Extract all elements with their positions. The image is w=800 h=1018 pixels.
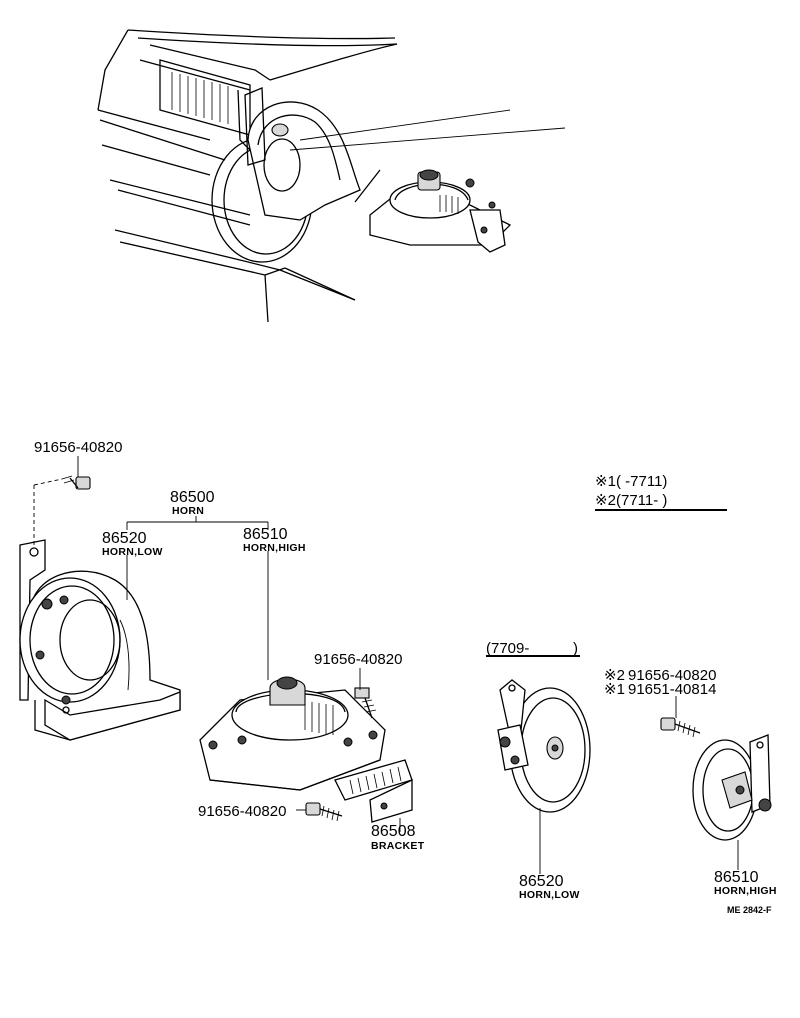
horn-high-right-name: HORN,HIGH (714, 885, 777, 897)
bolt-right-1-label: 91651-40814 (628, 681, 716, 698)
horn-low-right-number: 86520 (519, 873, 564, 890)
horn-high-right-number: 86510 (714, 869, 759, 886)
bolt-right-illustration (660, 717, 701, 738)
bolt-bottom-label: 91656-40820 (198, 803, 286, 820)
legend-1-text: ( -7711) (616, 473, 667, 490)
bolt-bottom-illustration (305, 802, 343, 822)
bolt-right-2-label: 91656-40820 (628, 667, 716, 684)
horn-low-left-illustration (19, 539, 181, 741)
horn-detail-illustration (369, 169, 512, 253)
legend-2-text: (7711- ) (616, 492, 667, 509)
bracket-illustration (334, 759, 413, 823)
leader-lines (33, 456, 739, 874)
bolt-mid-label: 91656-40820 (314, 651, 402, 668)
vehicle-front-illustration (97, 29, 566, 323)
figure-code: ME 2842-F (727, 905, 772, 915)
horn-low-right-name: HORN,LOW (519, 889, 580, 901)
horn-assy-name: HORN (172, 505, 204, 517)
bolt-right-1-mark: ※1 (604, 681, 625, 698)
horn-low-left-name: HORN,LOW (102, 546, 163, 558)
horn-high-left-name: HORN,HIGH (243, 542, 306, 554)
date-range-mid: (7709- (486, 640, 529, 657)
legend-1-mark: ※1 (595, 473, 616, 490)
bolt-top-left-illustration (61, 475, 91, 490)
bolt-top-left-label: 91656-40820 (34, 439, 122, 456)
date-range-mid-close: ) (573, 640, 578, 657)
horn-assy-number: 86500 (170, 489, 215, 506)
bracket-number: 86508 (371, 823, 416, 840)
horn-high-center-illustration (199, 676, 386, 791)
horn-high-left-number: 86510 (243, 526, 288, 543)
horn-high-right-illustration (692, 734, 772, 841)
horn-low-right-illustration (497, 679, 591, 813)
horn-low-left-number: 86520 (102, 530, 147, 547)
bracket-name: BRACKET (371, 840, 425, 852)
legend-2-mark: ※2 (595, 492, 616, 509)
bolt-right-2-mark: ※2 (604, 667, 625, 684)
